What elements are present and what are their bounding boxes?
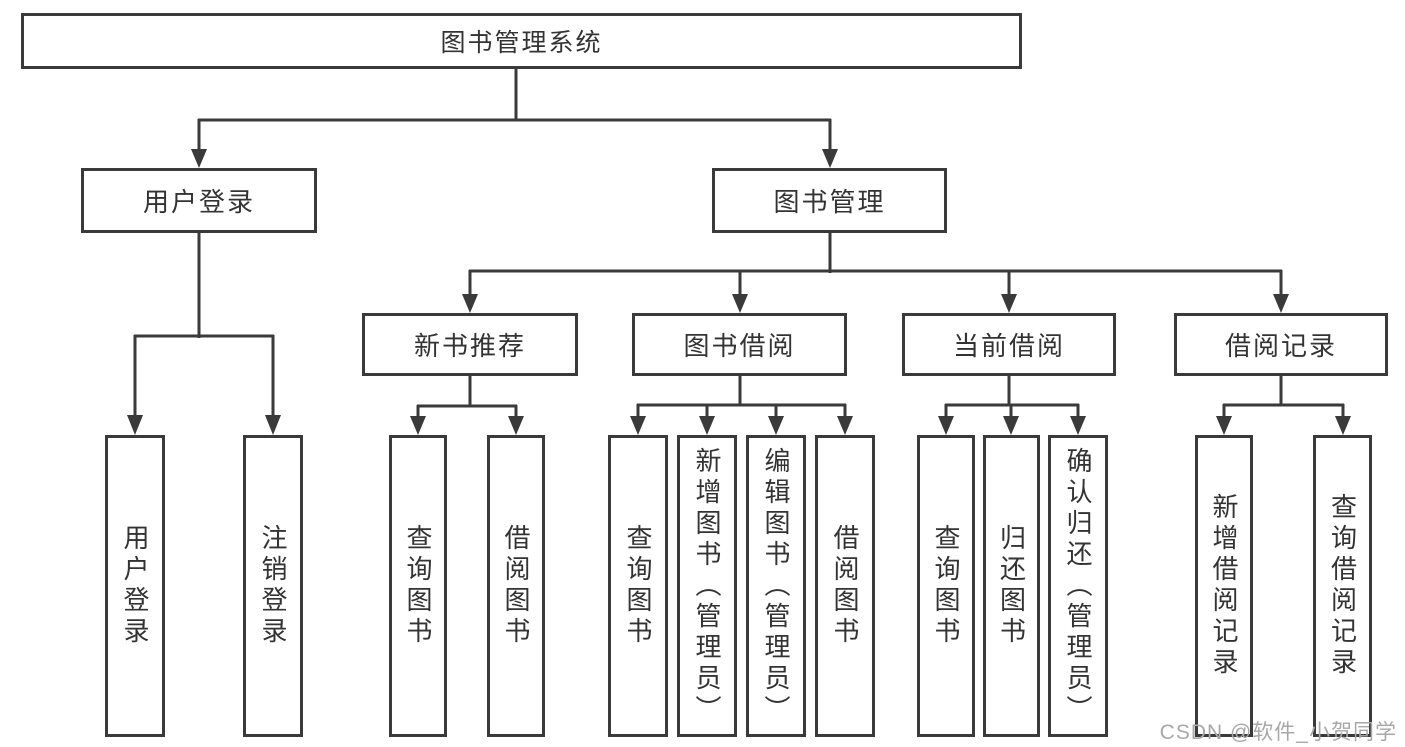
- leaf-borrow-books-recommendation-label: 借阅图书: [501, 524, 531, 648]
- leaf-confirm-return-admin: 确认归还（管理员）: [1048, 435, 1108, 737]
- node-book-borrowing: 图书借阅: [632, 313, 847, 376]
- leaf-query-books-current-label: 查询图书: [931, 524, 961, 648]
- connector-arrowhead: [191, 149, 207, 168]
- connector-arrowhead: [410, 416, 426, 435]
- leaf-query-books-current: 查询图书: [917, 435, 975, 737]
- leaf-query-books-recommendation-label: 查询图书: [403, 524, 433, 648]
- leaf-user-login-label: 用户登录: [120, 524, 150, 648]
- node-borrowing-records-label: 借阅记录: [1224, 331, 1337, 361]
- connector-arrowhead: [768, 416, 784, 435]
- node-book-borrowing-label: 图书借阅: [683, 331, 796, 361]
- node-root-label: 图书管理系统: [440, 29, 603, 57]
- connector-arrowhead: [837, 416, 853, 435]
- connector-arrowhead: [265, 415, 281, 435]
- connector-arrowhead: [938, 416, 954, 435]
- leaf-borrow-books-recommendation: 借阅图书: [487, 435, 545, 737]
- csdn-watermark: CSDN @软件_小贺同学: [1159, 721, 1397, 744]
- connector-arrowhead: [1003, 416, 1019, 435]
- leaf-edit-books-admin-label: 编辑图书（管理员）: [761, 446, 791, 726]
- node-new-book-recommendation: 新书推荐: [362, 313, 578, 376]
- leaf-query-books-recommendation: 查询图书: [389, 435, 447, 737]
- leaf-return-books: 归还图书: [983, 435, 1040, 737]
- leaf-query-borrowing-record: 查询借阅记录: [1313, 435, 1372, 737]
- node-current-borrowing-label: 当前借阅: [952, 331, 1065, 361]
- node-borrowing-records: 借阅记录: [1174, 313, 1388, 376]
- connector-arrowhead: [1216, 416, 1232, 435]
- leaf-borrow-books-borrowing: 借阅图书: [815, 435, 875, 737]
- leaf-logout-label: 注销登录: [258, 524, 288, 648]
- connector-arrowhead: [462, 294, 478, 313]
- leaf-user-login: 用户登录: [105, 435, 165, 737]
- leaf-logout: 注销登录: [243, 435, 303, 737]
- connector-arrowhead: [508, 416, 524, 435]
- leaf-add-books-admin: 新增图书（管理员）: [677, 435, 737, 737]
- connector-arrowhead: [732, 294, 748, 313]
- connector-arrowhead: [630, 416, 646, 435]
- leaf-borrow-books-borrowing-label: 借阅图书: [830, 524, 860, 648]
- node-book-management-label: 图书管理: [773, 187, 886, 217]
- leaf-query-books-borrowing-label: 查询图书: [623, 524, 653, 648]
- connector-arrowhead: [1001, 294, 1017, 313]
- leaf-return-books-label: 归还图书: [996, 524, 1027, 648]
- leaf-query-borrowing-record-label: 查询借阅记录: [1327, 493, 1358, 679]
- leaf-add-borrowing-record-label: 新增借阅记录: [1209, 493, 1239, 679]
- leaf-add-books-admin-label: 新增图书（管理员）: [692, 446, 722, 726]
- node-user-login-label: 用户登录: [142, 187, 255, 217]
- leaf-confirm-return-admin-label: 确认归还（管理员）: [1063, 446, 1093, 726]
- node-new-book-recommendation-label: 新书推荐: [413, 331, 526, 361]
- leaf-add-borrowing-record: 新增借阅记录: [1195, 435, 1253, 737]
- leaf-query-books-borrowing: 查询图书: [608, 435, 668, 737]
- leaf-edit-books-admin: 编辑图书（管理员）: [746, 435, 806, 737]
- node-user-login: 用户登录: [81, 168, 317, 233]
- connector-arrowhead: [1273, 294, 1289, 313]
- node-book-management: 图书管理: [712, 168, 947, 233]
- connector-arrowhead: [822, 149, 838, 168]
- connector-arrowhead: [127, 415, 143, 435]
- node-current-borrowing: 当前借阅: [902, 313, 1116, 376]
- connector-arrowhead: [699, 416, 715, 435]
- connector-arrowhead: [1335, 416, 1351, 435]
- connector-arrowhead: [1070, 416, 1086, 435]
- node-root: 图书管理系统: [21, 13, 1022, 69]
